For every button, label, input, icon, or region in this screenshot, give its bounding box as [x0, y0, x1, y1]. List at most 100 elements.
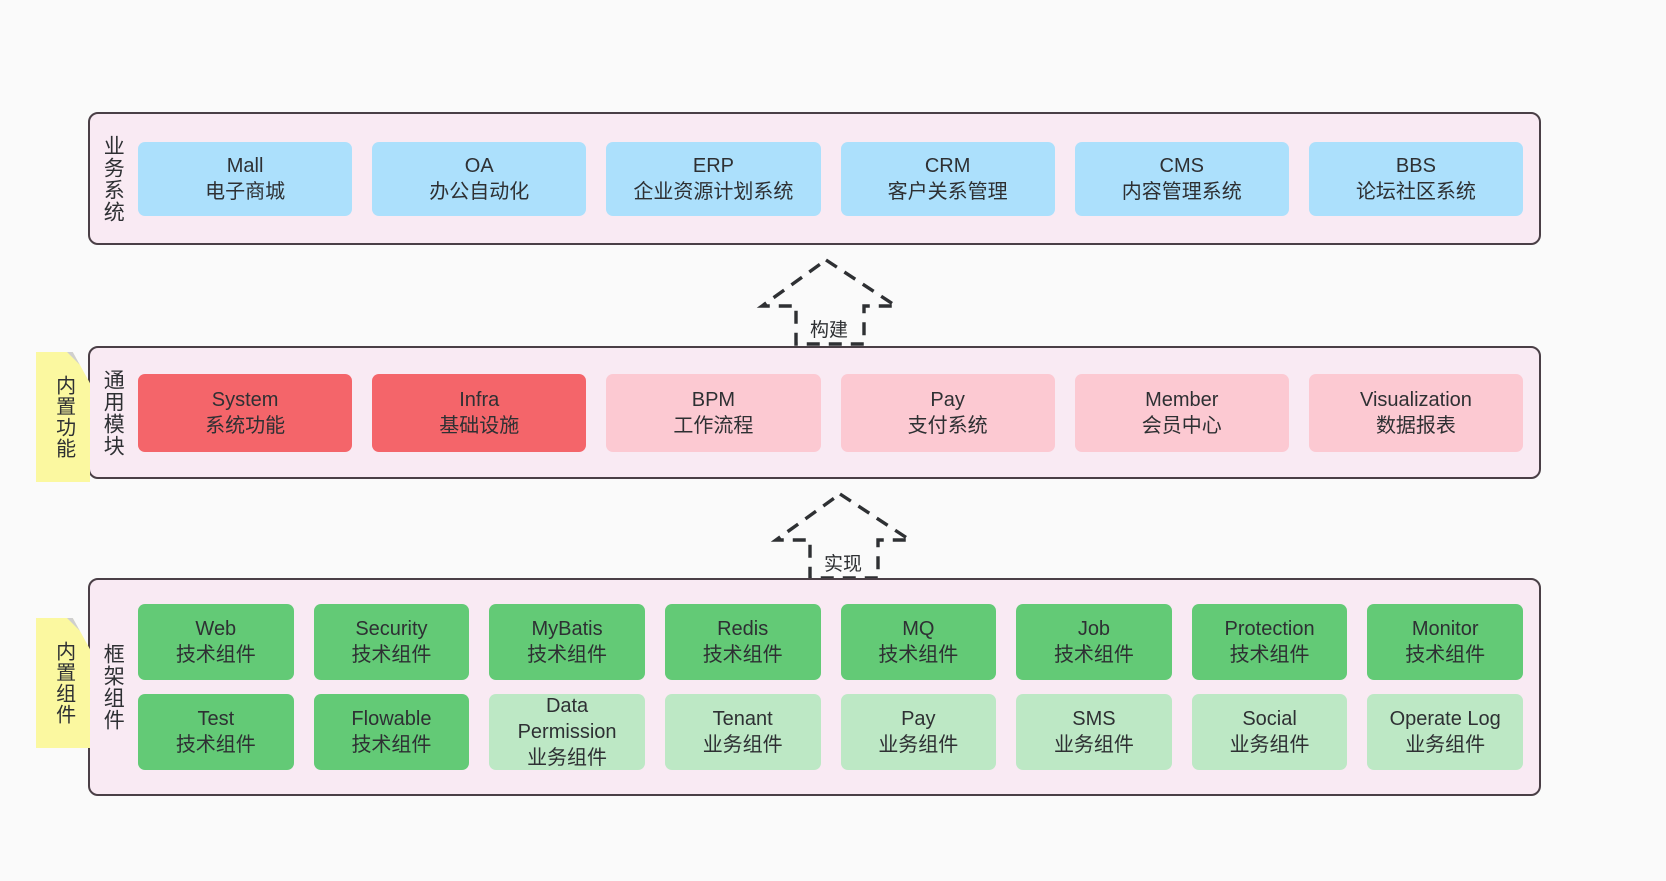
- node-subtitle: 技术组件: [351, 734, 432, 756]
- node-subtitle: 业务组件: [878, 734, 959, 756]
- node-pay[interactable]: Pay 支付系统: [840, 373, 1055, 452]
- node-mq[interactable]: MQ 技术组件: [840, 604, 997, 680]
- layer-body-business-system: Mall 电子商城 OA 办公自动化 ERP 企业资源计划系统 CRM 客户关系…: [134, 114, 1539, 243]
- node-test[interactable]: Test 技术组件: [138, 694, 294, 770]
- node-subtitle: 工作流程: [673, 414, 754, 437]
- node-flowable[interactable]: Flowable 技术组件: [313, 694, 470, 770]
- node-subtitle: 业务组件: [1053, 734, 1134, 756]
- node-title: BBS: [1395, 154, 1436, 177]
- node-mybatis[interactable]: MyBatis 技术组件: [489, 604, 645, 680]
- node-title: BPM: [691, 388, 736, 411]
- node-subtitle: 电子商城: [205, 180, 286, 203]
- node-title: Job: [1077, 618, 1111, 640]
- node-title: Mall: [226, 154, 264, 177]
- connector-build: 构建: [754, 258, 904, 346]
- node-bbs[interactable]: BBS 论坛社区系统: [1308, 141, 1524, 216]
- sticky-note-label: 内置功能: [52, 375, 75, 459]
- sticky-note-label: 内置组件: [52, 641, 75, 725]
- node-title: CRM: [924, 154, 971, 177]
- node-bpm[interactable]: BPM 工作流程: [606, 373, 821, 452]
- node-subtitle: 支付系统: [907, 414, 988, 437]
- node-subtitle: 业务组件: [1405, 734, 1486, 756]
- node-visualization[interactable]: Visualization 数据报表: [1308, 373, 1524, 452]
- note-fold-icon: [67, 618, 90, 641]
- node-job[interactable]: Job 技术组件: [1016, 604, 1172, 680]
- implement-arrow-icon: [770, 492, 916, 580]
- layer-label-business-system: 业务系统: [101, 134, 125, 223]
- layer-framework-component: 框架组件 Web 技术组件 Security 技术组件 MyBatis 技术组件…: [88, 578, 1541, 796]
- node-title: Test: [197, 708, 235, 730]
- node-title: System: [211, 388, 279, 411]
- node-system[interactable]: System 系统功能: [138, 373, 353, 452]
- node-row: Web 技术组件 Security 技术组件 MyBatis 技术组件 Redi…: [138, 604, 1523, 680]
- node-security[interactable]: Security 技术组件: [313, 604, 470, 680]
- node-title: ERP: [692, 154, 734, 177]
- node-subtitle: 技术组件: [527, 644, 608, 666]
- sticky-note-builtin-component: 内置组件: [36, 618, 90, 748]
- sticky-note-builtin-function: 内置功能: [36, 352, 90, 482]
- node-tenant[interactable]: Tenant 业务组件: [664, 694, 821, 770]
- build-arrow-icon: [756, 258, 902, 346]
- node-social[interactable]: Social 业务组件: [1191, 694, 1348, 770]
- node-subtitle: 业务组件: [702, 734, 783, 756]
- node-title: CMS: [1159, 154, 1204, 177]
- node-subtitle: 会员中心: [1141, 414, 1222, 437]
- node-subtitle: 企业资源计划系统: [633, 180, 794, 203]
- node-row: System 系统功能 Infra 基础设施 BPM 工作流程 Pay 支付系统…: [138, 373, 1524, 452]
- node-title: Monitor: [1411, 618, 1479, 640]
- node-infra[interactable]: Infra 基础设施: [372, 373, 587, 452]
- connector-implement: 实现: [768, 492, 918, 580]
- node-monitor[interactable]: Monitor 技术组件: [1367, 604, 1523, 680]
- layer-label-framework-component: 框架组件: [101, 643, 125, 731]
- node-subtitle: 业务组件: [527, 747, 608, 769]
- node-title: Member: [1145, 388, 1219, 411]
- node-title: Flowable: [351, 708, 432, 730]
- node-title: Pay: [930, 388, 965, 411]
- node-title: SMS: [1072, 708, 1116, 730]
- node-subtitle: 办公自动化: [429, 180, 530, 203]
- node-cms[interactable]: CMS 内容管理系统: [1074, 141, 1289, 216]
- node-data-permission[interactable]: Data Permission 业务组件: [489, 694, 645, 770]
- node-subtitle: 业务组件: [1229, 734, 1310, 756]
- node-title: Security: [355, 618, 428, 640]
- node-redis[interactable]: Redis 技术组件: [664, 604, 821, 680]
- node-member[interactable]: Member 会员中心: [1074, 373, 1289, 452]
- node-title: Web: [195, 618, 237, 640]
- node-erp[interactable]: ERP 企业资源计划系统: [606, 141, 821, 216]
- node-title: Tenant: [712, 708, 773, 730]
- node-title: Infra: [459, 388, 500, 411]
- node-title: Visualization: [1359, 388, 1472, 411]
- node-subtitle: 系统功能: [205, 414, 286, 437]
- node-protection[interactable]: Protection 技术组件: [1191, 604, 1348, 680]
- node-title: Social: [1242, 708, 1297, 730]
- node-subtitle: 技术组件: [351, 644, 432, 666]
- node-operate-log[interactable]: Operate Log 业务组件: [1367, 694, 1523, 770]
- node-subtitle: 技术组件: [175, 734, 256, 756]
- node-subtitle: 技术组件: [1229, 644, 1310, 666]
- connector-label: 构建: [806, 315, 852, 342]
- node-mall[interactable]: Mall 电子商城: [138, 141, 353, 216]
- node-subtitle: 内容管理系统: [1121, 180, 1242, 203]
- layer-business-system: 业务系统 Mall 电子商城 OA 办公自动化 ERP 企业资源计划系统 CRM…: [88, 112, 1541, 245]
- node-crm[interactable]: CRM 客户关系管理: [840, 141, 1055, 216]
- layer-common-module: 通用模块 System 系统功能 Infra 基础设施 BPM 工作流程 Pay…: [88, 346, 1541, 479]
- node-pay-component[interactable]: Pay 业务组件: [840, 694, 997, 770]
- node-web[interactable]: Web 技术组件: [138, 604, 294, 680]
- node-sms[interactable]: SMS 业务组件: [1016, 694, 1172, 770]
- node-title: OA: [464, 154, 494, 177]
- node-subtitle: 客户关系管理: [887, 180, 1008, 203]
- node-title: Operate Log: [1389, 708, 1501, 730]
- node-title: MQ: [902, 618, 935, 640]
- note-fold-icon: [67, 352, 90, 375]
- node-subtitle: 论坛社区系统: [1355, 180, 1476, 203]
- node-subtitle: 数据报表: [1375, 414, 1456, 437]
- node-subtitle: 技术组件: [878, 644, 959, 666]
- node-title: Protection: [1224, 618, 1315, 640]
- layer-body-framework-component: Web 技术组件 Security 技术组件 MyBatis 技术组件 Redi…: [134, 580, 1539, 794]
- connector-label: 实现: [820, 549, 866, 576]
- node-title: Data Permission: [517, 695, 617, 743]
- node-oa[interactable]: OA 办公自动化: [372, 141, 587, 216]
- node-subtitle: 技术组件: [1405, 644, 1486, 666]
- layer-body-common-module: System 系统功能 Infra 基础设施 BPM 工作流程 Pay 支付系统…: [134, 348, 1539, 477]
- node-row: Mall 电子商城 OA 办公自动化 ERP 企业资源计划系统 CRM 客户关系…: [138, 141, 1524, 216]
